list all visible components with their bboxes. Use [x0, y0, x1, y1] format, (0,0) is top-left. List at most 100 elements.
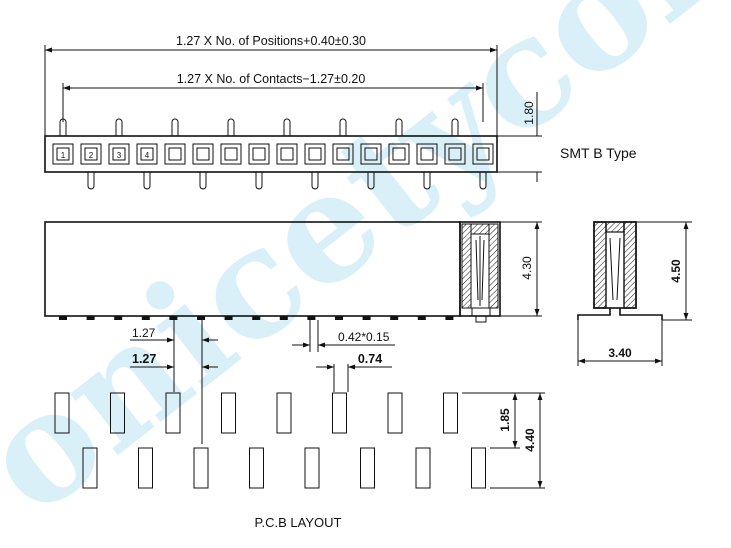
pin-lower [199, 172, 207, 190]
front-foot [59, 316, 67, 320]
end-hatch-left [593, 221, 607, 309]
front-foot [362, 316, 371, 320]
front-cross-section [459, 221, 501, 323]
front-foot [390, 316, 399, 320]
end-hatch-right [623, 221, 637, 309]
pin-lower [255, 172, 263, 190]
pcb-pad-upper [54, 392, 70, 434]
top-cell-inner [336, 147, 350, 161]
end-hatch-top [605, 221, 625, 233]
pin-upper [115, 118, 123, 136]
top-cell [416, 143, 438, 165]
front-foot [224, 316, 233, 320]
pcb-layout-label: P.C.B LAYOUT [255, 515, 342, 530]
top-view-cells: 1 2 3 4 [52, 143, 494, 165]
pcb-layout: 1.27 0.74 1.85 4.40 P.C.B LAYOUT [54, 352, 545, 530]
dim-pad-span: 4.40 [523, 428, 537, 452]
dim-pitch: 1.27 [132, 326, 156, 340]
top-cell-inner [476, 147, 490, 161]
top-cell [332, 143, 354, 165]
top-cell [80, 143, 102, 165]
dim-pad-offset: 1.85 [498, 408, 512, 432]
top-cell [304, 143, 326, 165]
pin-lower [423, 172, 431, 190]
top-cell-inner [420, 147, 434, 161]
pin-number: 2 [89, 151, 94, 160]
pin-upper [227, 118, 235, 136]
dim-pad-width: 0.74 [358, 352, 382, 366]
top-pins-upper [59, 118, 459, 136]
top-cell-inner [392, 147, 406, 161]
end-contact [609, 237, 621, 301]
top-cell [444, 143, 466, 165]
front-foot [335, 316, 343, 320]
smt-type-label: SMT B Type [560, 145, 637, 161]
pin-upper [395, 118, 403, 136]
top-cell-inner [364, 147, 378, 161]
top-cell [192, 143, 214, 165]
pcb-pad-lower [193, 447, 209, 489]
front-foot [445, 316, 454, 320]
pin-lower [87, 172, 95, 190]
pin-lower [311, 172, 319, 190]
pin-lower [479, 172, 487, 190]
front-foot [252, 316, 261, 320]
top-cell-inner [84, 147, 98, 161]
pcb-pad-lower [415, 447, 431, 489]
dim-body-height: 4.30 [520, 256, 534, 280]
pcb-pads-lower [82, 447, 486, 489]
pin-number: 3 [117, 151, 122, 160]
front-foot [86, 316, 95, 320]
front-foot [279, 316, 288, 320]
section-base [471, 307, 491, 317]
section-hatch-right [488, 223, 499, 309]
pcb-pad-lower [360, 447, 375, 489]
pcb-pads-upper [54, 392, 458, 434]
top-cell [52, 143, 74, 165]
pin-upper [339, 118, 347, 136]
front-foot [169, 316, 178, 320]
top-view: 1 2 3 4 1.27 X No. of Positions+0.40±0.30 1… [44, 34, 637, 190]
pcb-pad-lower [471, 447, 486, 489]
section-hatch-left [461, 223, 472, 309]
dim-height-side: 1.80 [522, 101, 536, 125]
pin-number: 4 [145, 151, 150, 160]
pin-lower [367, 172, 375, 190]
top-cell-inner [280, 147, 294, 161]
top-view-body [44, 135, 498, 173]
dim-total-length: 1.27 X No. of Positions+0.40±0.30 [176, 34, 366, 48]
pcb-pad-upper [443, 392, 458, 434]
pcb-pad-lower [138, 447, 153, 489]
pcb-pad-upper [332, 392, 347, 434]
end-outline [593, 221, 637, 309]
pin-number: 1 [61, 151, 66, 160]
top-cell-inner [196, 147, 210, 161]
top-cell [136, 143, 158, 165]
top-cell [108, 143, 130, 165]
dim-contact-span: 1.27 X No. of Contacts−1.27±0.20 [177, 72, 366, 86]
top-cell-inner [224, 147, 238, 161]
dim-end-height: 4.50 [669, 259, 683, 283]
top-cell-inner [56, 147, 70, 161]
top-cell [360, 143, 382, 165]
top-cell-inner [112, 147, 126, 161]
front-view: 4.30 1.27 0.42*0.15 [44, 221, 542, 444]
front-foot [417, 316, 426, 320]
top-cell-inner [140, 147, 154, 161]
top-cell [388, 143, 410, 165]
front-foot [197, 316, 205, 320]
pin-upper [283, 118, 291, 136]
pcb-pad-lower [249, 447, 264, 489]
front-foot [114, 316, 123, 320]
top-cell [220, 143, 242, 165]
top-cell [248, 143, 270, 165]
top-cell [472, 143, 494, 165]
section-contact [475, 236, 485, 306]
section-tail [475, 316, 487, 323]
dim-pin-size: 0.42*0.15 [338, 330, 390, 344]
top-cell-inner [448, 147, 462, 161]
front-view-feet [59, 316, 454, 320]
pcb-pad-upper [165, 392, 181, 434]
front-foot [307, 316, 316, 320]
